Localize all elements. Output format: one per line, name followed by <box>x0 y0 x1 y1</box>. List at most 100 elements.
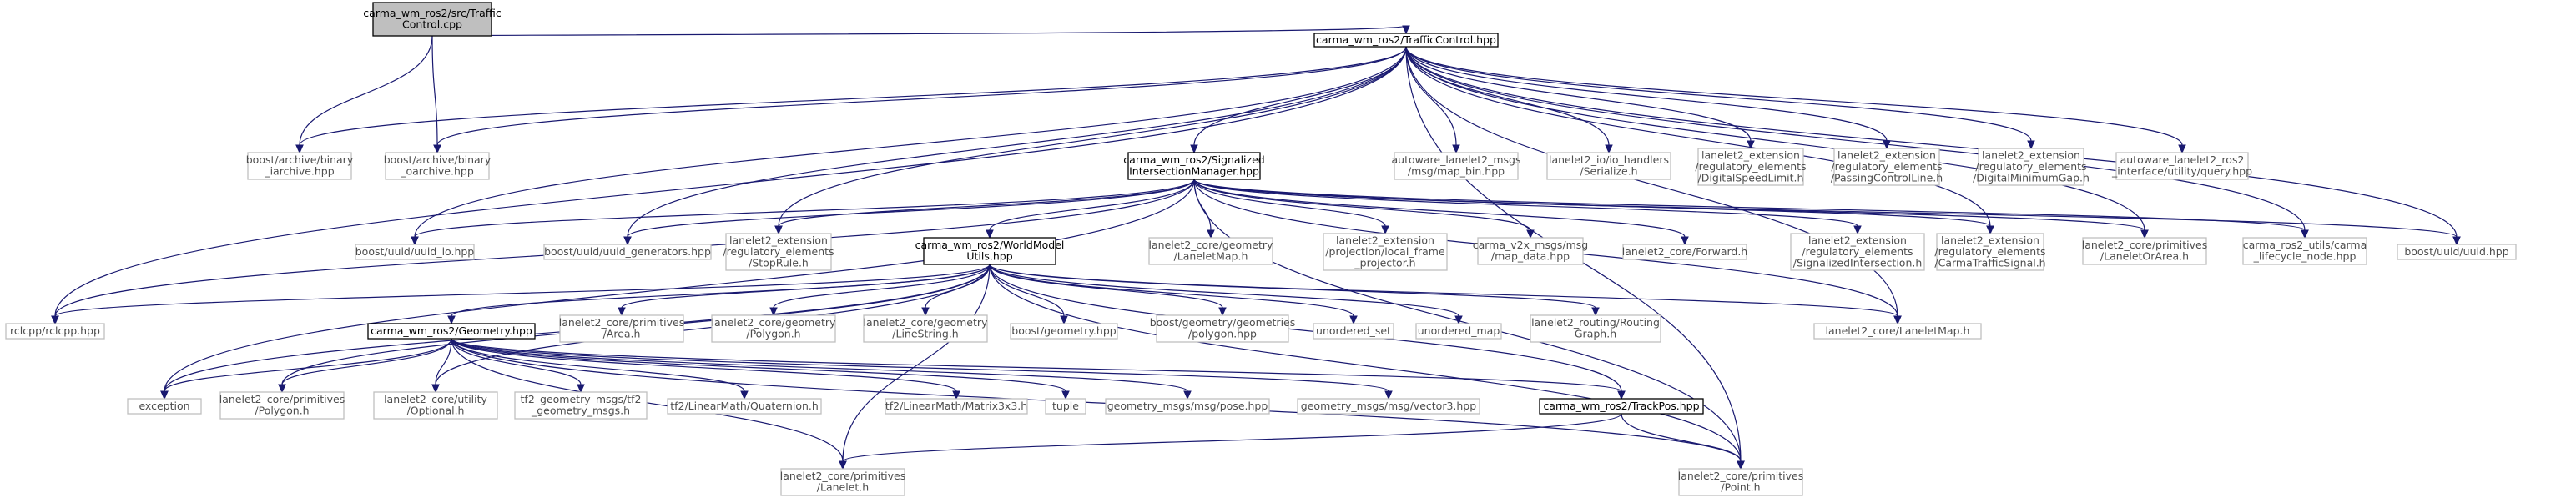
node-label-line: /map_data.hpp <box>1491 250 1570 263</box>
node-label-line: _geometry_msgs.h <box>531 405 630 417</box>
node-label-line: lanelet2_core/LaneletMap.h <box>1826 324 1970 337</box>
node-geom[interactable]: carma_wm_ros2/Geometry.hpp <box>367 323 536 340</box>
node-forward: lanelet2_core/Forward.h <box>1622 244 1747 260</box>
node-label-line: /polygon.hpp <box>1188 328 1257 340</box>
node-laneletmap: lanelet2_core/LaneletMap.h <box>1813 323 1982 340</box>
node-sig-int: lanelet2_extension/regulatory_elements/S… <box>1790 233 1925 271</box>
edge-wm-to-umap <box>989 264 1463 325</box>
node-label-line: lanelet2_core/geometry <box>1149 239 1273 251</box>
node-mingap: lanelet2_extension/regulatory_elements/D… <box>1973 148 2090 186</box>
node-label-line: carma_wm_ros2/TrackPos.hpp <box>1543 400 1699 412</box>
edge-sim-to-forward <box>1193 179 1689 246</box>
edge-tc-to-serialize <box>1405 46 1613 154</box>
node-trackpos[interactable]: carma_wm_ros2/TrackPos.hpp <box>1539 398 1704 415</box>
node-label-line: unordered_map <box>1418 324 1500 337</box>
node-label-line: tuple <box>1052 400 1079 412</box>
edge-trackpos-to-point <box>1621 413 1745 470</box>
node-root[interactable]: carma_wm_ros2/src/TrafficControl.cpp <box>363 2 502 37</box>
edge-sim-to-orarea <box>1193 179 2149 239</box>
node-label-line: /Serialize.h <box>1580 165 1637 178</box>
edge-tc-to-speed <box>1405 46 1755 150</box>
edge-geom-to-vector3 <box>451 338 1393 400</box>
node-stoprule: lanelet2_extension/regulatory_elements/S… <box>723 233 834 271</box>
edge-wm-to-point <box>989 264 1745 470</box>
edge-geom-to-matrix <box>451 338 960 400</box>
edge-sim-to-stoprule <box>774 179 1195 235</box>
node-label-line: carma_wm_ros2/Signalized <box>1123 153 1264 166</box>
node-bin-o: boost/archive/binary_oarchive.hpp <box>384 152 492 180</box>
node-uset: unordered_set <box>1313 323 1394 340</box>
node-label-line: /regulatory_elements <box>1934 245 2045 258</box>
node-label-line: lanelet2_extension <box>1837 148 1936 161</box>
node-label-line: /msg/map_bin.hpp <box>1408 165 1505 178</box>
node-label-line: /Area.h <box>603 328 641 340</box>
edge-tc-to-stoprule <box>774 46 1407 235</box>
node-point: lanelet2_core/primitives/Point.h <box>1678 468 1803 496</box>
edge-tc-to-uuid_gen <box>623 46 1407 246</box>
node-label-line: /Polygon.h <box>255 405 309 417</box>
node-lifecycle: carma_ros2_utils/carma_lifecycle_node.hp… <box>2242 237 2367 265</box>
node-label-line: /Polygon.h <box>746 328 800 340</box>
node-polygon-g: lanelet2_core/geometry/Polygon.h <box>711 314 836 343</box>
node-label-line: lanelet2_extension <box>729 234 828 246</box>
graph-nodes: carma_wm_ros2/src/TrafficControl.cppcarm… <box>5 2 2517 496</box>
node-label-line: autoware_lanelet2_msgs <box>1392 153 1521 166</box>
node-label-line: lanelet2_core/utility <box>384 393 487 405</box>
node-label-line: _lifecycle_node.hpp <box>2253 250 2357 263</box>
node-label-line: /Lanelet.h <box>817 481 869 494</box>
node-umap: unordered_map <box>1415 323 1502 340</box>
node-label-line: /PassingControlLine.h <box>1831 171 1943 184</box>
node-rclcpp: rclcpp/rclcpp.hpp <box>5 323 105 340</box>
node-label-line: lanelet2_core/Forward.h <box>1622 245 1747 258</box>
edge-geom-to-polygon_p <box>278 338 452 394</box>
edge-geom-to-trackpos <box>451 338 1626 400</box>
node-label-line: /StopRule.h <box>749 256 809 269</box>
node-carma-sig: lanelet2_extension/regulatory_elements/C… <box>1934 233 2046 271</box>
node-label-line: exception <box>139 400 189 412</box>
edge-sim-to-uuid_io <box>411 179 1195 246</box>
edge-geom-to-tuple <box>451 338 1070 400</box>
edge-tc-to-bin_o <box>433 46 1407 154</box>
node-label-line: lanelet2_io/io_handlers <box>1549 153 1669 166</box>
node-polygon-p: lanelet2_core/primitives/Polygon.h <box>219 391 345 420</box>
node-label-line: /regulatory_elements <box>1831 160 1942 173</box>
node-tc[interactable]: carma_wm_ros2/TrafficControl.hpp <box>1313 33 1499 48</box>
edge-sim-to-uuid_gen <box>623 179 1195 246</box>
node-label-line: carma_wm_ros2/WorldModel <box>915 239 1065 251</box>
node-label-line: lanelet2_extension <box>1336 234 1434 246</box>
node-label-line: /DigitalMinimumGap.h <box>1973 171 2090 184</box>
edge-trackpos-to-lanelet <box>839 413 1622 470</box>
edge-tc-to-carma_sig <box>1405 46 1994 235</box>
node-label-line: Control.cpp <box>402 18 462 31</box>
edge-wm-to-uset <box>989 264 1358 325</box>
node-label-line: lanelet2_core/geometry <box>712 316 836 329</box>
node-label-line: boost/uuid/uuid_generators.hpp <box>544 245 711 258</box>
node-label-line: boost/archive/binary <box>384 153 492 166</box>
node-bgeom: boost/geometry.hpp <box>1010 323 1118 340</box>
edge-sim-to-local_frame <box>1193 179 1389 235</box>
node-label-line: carma_wm_ros2/src/Traffic <box>363 7 502 19</box>
node-label-line: _iarchive.hpp <box>264 165 334 178</box>
node-label-line: lanelet2_core/geometry <box>864 316 988 329</box>
edge-wm-to-bgeom <box>989 264 1068 325</box>
edge-root-to-bin_o <box>431 35 441 154</box>
node-uuid-gen: boost/uuid/uuid_generators.hpp <box>543 244 712 260</box>
node-label-line: boost/uuid/uuid_io.hpp <box>355 245 475 258</box>
node-label-line: carma_ros2_utils/carma <box>2243 239 2367 251</box>
edge-wm-to-routing <box>989 264 1600 317</box>
node-label-line: _oarchive.hpp <box>400 165 474 178</box>
node-label-line: /regulatory_elements <box>1975 160 2086 173</box>
node-label-line: lanelet2_extension <box>1982 148 2080 161</box>
node-serialize: lanelet2_io/io_handlers/Serialize.h <box>1546 152 1671 180</box>
node-label-line: IntersectionManager.hpp <box>1129 165 1259 178</box>
node-label-line: _interface/utility/query.hpp <box>2111 165 2252 178</box>
node-sim[interactable]: carma_wm_ros2/SignalizedIntersectionMana… <box>1123 152 1265 180</box>
node-passing: lanelet2_extension/regulatory_elements/P… <box>1831 148 1943 186</box>
node-tf2geo: tf2_geometry_msgs/tf2_geometry_msgs.h <box>514 391 648 420</box>
node-label-line: boost/geometry.hpp <box>1011 324 1116 337</box>
edge-sim-to-wm <box>986 179 1195 239</box>
node-uuid-io: boost/uuid/uuid_io.hpp <box>355 244 475 260</box>
node-label-line: lanelet2_extension <box>1701 148 1800 161</box>
